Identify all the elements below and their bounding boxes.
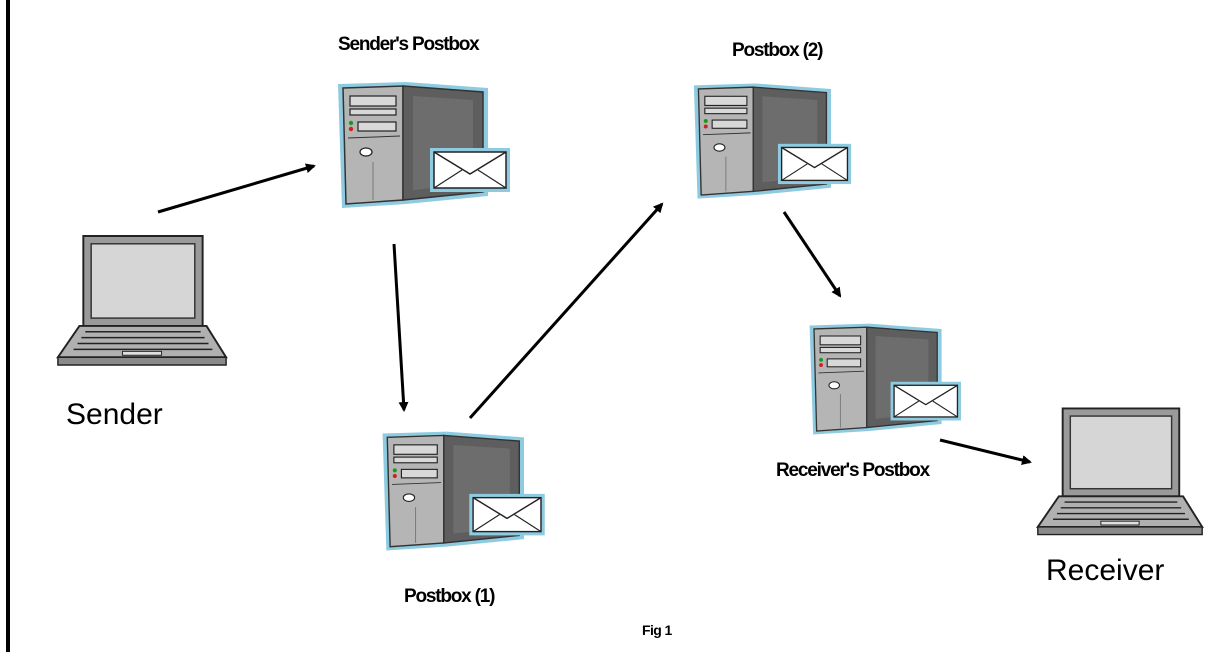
postbox-1-server-icon: [362, 426, 554, 558]
sender-laptop-icon: [54, 232, 230, 369]
left-border-rule: [6, 0, 10, 652]
postbox-1-label: Postbox (1): [404, 586, 495, 607]
senders-postbox-label: Sender's Postbox: [338, 34, 480, 55]
receiver-laptop-icon: [1034, 404, 1206, 539]
figure-caption: Fig 1: [642, 622, 672, 638]
sender-label: Sender: [66, 398, 163, 431]
arrow-postbox-2-to-receivers-postbox: [782, 211, 842, 298]
arrow-senders-postbox-to-postbox-1: [392, 243, 409, 412]
arrow-sender-to-senders-postbox: [157, 163, 316, 214]
postbox-2-label: Postbox (2): [732, 40, 823, 61]
arrow-postbox-1-to-postbox-2: [468, 202, 664, 420]
postbox-2-server-icon: [672, 78, 862, 206]
receivers-postbox-label: Receiver's Postbox: [776, 460, 930, 481]
receivers-postbox-server-icon: [792, 318, 968, 442]
receiver-label: Receiver: [1046, 554, 1165, 587]
senders-postbox-server-icon: [316, 76, 520, 216]
arrow-receivers-postbox-to-receiver: [939, 438, 1032, 465]
